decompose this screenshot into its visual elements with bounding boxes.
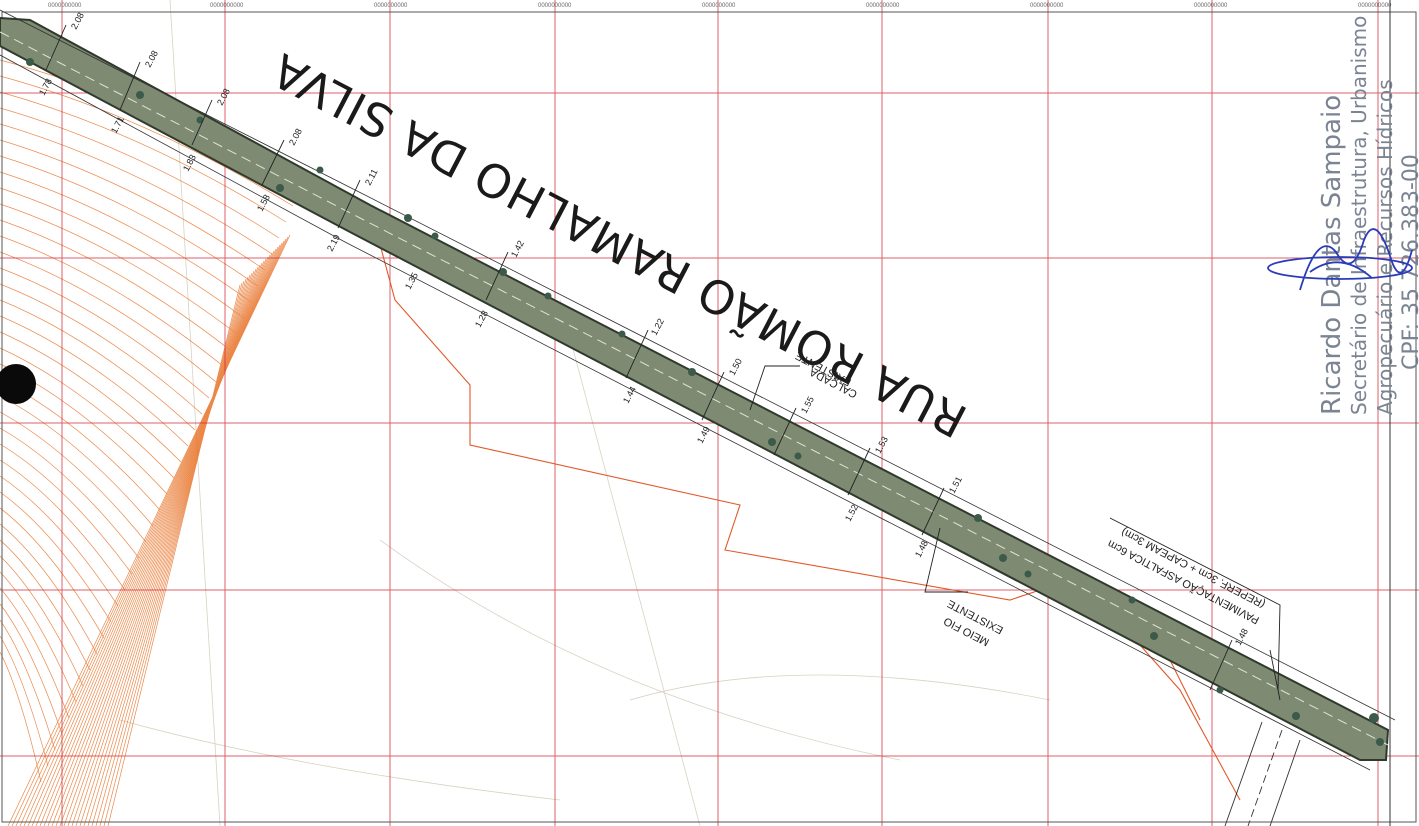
- stamp-role2: Agropecuário e Recursos Hídricos: [1373, 79, 1397, 415]
- contour-line: [0, 123, 273, 255]
- contour-line: [0, 251, 217, 383]
- grid-tick: 0000000000: [702, 3, 736, 9]
- grid-tick: 0000000000: [538, 3, 572, 9]
- slope-line: [71, 266, 259, 826]
- contour-line: [0, 635, 49, 767]
- contour-line: [0, 331, 182, 463]
- width-label: 1.22: [649, 317, 666, 337]
- slope-line: [83, 272, 253, 826]
- grid-tick: 0000000000: [374, 3, 408, 9]
- road-asphalt: [0, 9, 1396, 771]
- width-label: 1.53: [873, 435, 890, 455]
- slope-line: [75, 268, 257, 826]
- width-label: 1.78: [37, 77, 54, 97]
- punch-hole-mark: [0, 364, 36, 404]
- width-labels: 2.08 2.08 2.08 2.08 2.11 1.42 1.22 1.50 …: [37, 11, 1250, 647]
- slope-line: [95, 278, 247, 826]
- width-label: 2.11: [363, 167, 380, 187]
- width-label: 2.08: [287, 127, 304, 147]
- slope-line: [67, 264, 261, 826]
- contour-line: [0, 651, 42, 783]
- slope-line: [59, 260, 265, 826]
- cross-street-lines: [1224, 721, 1301, 826]
- slope-line: [63, 262, 263, 826]
- width-label: 1.71: [109, 115, 126, 135]
- contour-line: [0, 91, 287, 223]
- contour-line: [0, 587, 70, 719]
- width-label: 1.55: [799, 395, 816, 415]
- grid-tick: 0000000000: [210, 3, 244, 9]
- contour-line: [0, 219, 231, 351]
- contour-line: [0, 555, 84, 687]
- slope-line: [99, 280, 245, 826]
- signature-stamp: Ricardo Dantas Sampaio Secretário de Inf…: [1267, 16, 1419, 415]
- slope-line: [91, 276, 249, 826]
- contour-line: [0, 171, 252, 303]
- contour-line: [0, 507, 105, 639]
- contour-line: [0, 347, 175, 479]
- contour-line: [0, 411, 147, 543]
- terrain-contour-lines: [0, 59, 301, 826]
- stamp-role: Secretário de Infraestrutura, Urbanismo: [1347, 16, 1371, 415]
- grid-tick: 0000000000: [1030, 3, 1064, 9]
- slope-line: [103, 282, 243, 826]
- width-label: 2.08: [215, 87, 232, 107]
- width-label: 1.51: [947, 475, 964, 495]
- contour-line: [0, 603, 63, 735]
- width-label: 1.42: [509, 239, 526, 259]
- contour-line: [0, 283, 203, 415]
- slope-line: [51, 256, 269, 826]
- contour-line: [0, 299, 196, 431]
- tree-markers: [26, 58, 1384, 746]
- width-label: 2.08: [69, 11, 86, 31]
- grid-tick: 0000000000: [1194, 3, 1228, 9]
- width-label: 1.35: [403, 271, 420, 291]
- contour-line: [0, 107, 280, 239]
- slope-line: [39, 250, 275, 826]
- grid-tick: 0000000000: [1358, 3, 1392, 9]
- contour-line: [0, 539, 91, 671]
- contour-line: [0, 395, 154, 527]
- contour-line: [0, 571, 77, 703]
- contour-line: [0, 235, 224, 367]
- width-label: 1.48: [1233, 627, 1250, 647]
- background-faint-lines: [119, 0, 1051, 826]
- contour-line: [0, 267, 210, 399]
- slope-line: [55, 258, 267, 826]
- grid-tick-labels: 0000000000 0000000000 0000000000 0000000…: [48, 3, 1392, 9]
- slope-line: [31, 246, 279, 826]
- slope-line: [79, 270, 255, 826]
- grid-tick: 0000000000: [866, 3, 900, 9]
- width-label: 1.58: [255, 193, 272, 213]
- width-label: 2.19: [325, 233, 342, 253]
- width-label: 1.44: [621, 385, 638, 405]
- contour-line: [0, 619, 56, 751]
- width-label: 1.28: [473, 309, 490, 329]
- contour-line: [0, 139, 266, 271]
- signature-scribble: [1267, 228, 1413, 291]
- contour-line: [0, 443, 133, 575]
- contour-line: [0, 523, 98, 655]
- width-dimension-lines: [45, 24, 1281, 701]
- drawing-frame: [1, 11, 1417, 823]
- contour-line: [0, 75, 294, 207]
- slope-line: [107, 284, 241, 826]
- grid-tick: 0000000000: [48, 3, 82, 9]
- width-label: 2.08: [143, 49, 160, 69]
- contour-line: [0, 491, 112, 623]
- width-label: 1.49: [695, 425, 712, 445]
- slope-line: [47, 254, 271, 826]
- slope-line: [87, 274, 251, 826]
- contour-line: [0, 475, 119, 607]
- contour-line: [0, 427, 140, 559]
- stamp-name: Ricardo Dantas Sampaio: [1317, 95, 1347, 415]
- width-label: 1.50: [727, 357, 744, 377]
- contour-line: [0, 315, 189, 447]
- contour-line: [0, 203, 238, 335]
- contour-line: [0, 187, 245, 319]
- street-name-label: RUA ROMÃO RAMALHO DA SILVA: [263, 42, 975, 448]
- slope-line: [43, 252, 273, 826]
